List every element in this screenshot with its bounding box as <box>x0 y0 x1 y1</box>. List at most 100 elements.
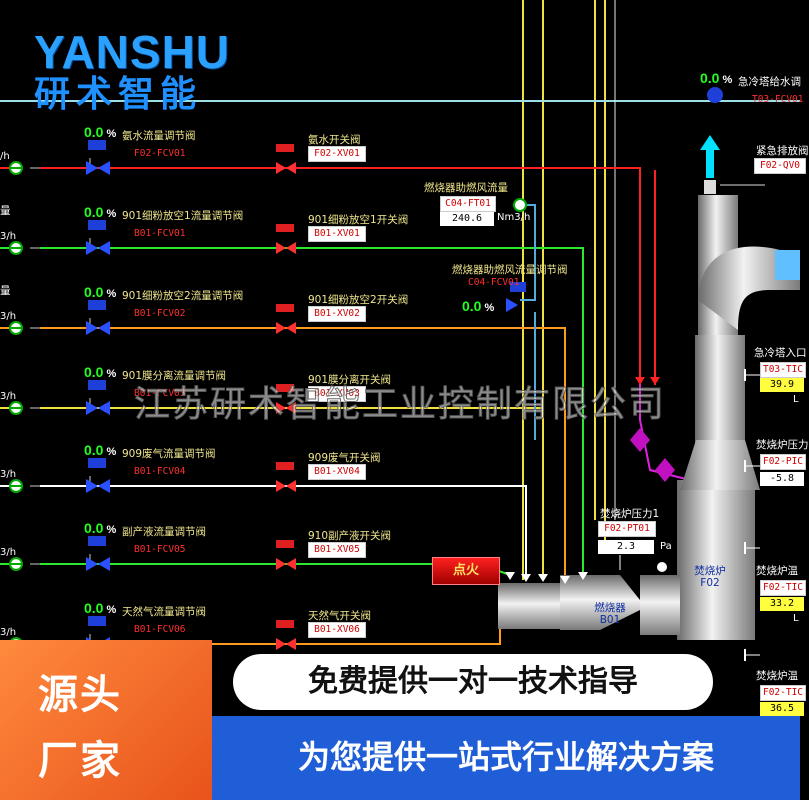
onoff-valve-body-icon <box>286 402 296 414</box>
flow-unit-left: /h <box>0 151 10 162</box>
onoff-valve-actuator <box>276 144 294 152</box>
furnace-temp2-tag[interactable]: F02-TIC <box>760 685 806 701</box>
furnace-name: 焚烧炉 <box>694 565 726 577</box>
row-pipe-branch <box>30 158 91 169</box>
control-valve-label: 901细粉放空1流量调节阀 <box>122 210 244 222</box>
furnace-temp1-value: 33.2 <box>760 597 804 611</box>
flow-unit-left: 3/h <box>0 469 17 480</box>
row-pipe-riser <box>300 485 527 580</box>
control-valve-tag[interactable]: B01-FCV01 <box>134 228 186 239</box>
valve-open-percent: 0.0% <box>84 600 117 616</box>
quench-water-tag[interactable]: T03-FCV01 <box>752 94 804 105</box>
onoff-valve-body-icon <box>286 242 296 254</box>
control-valve-actuator <box>88 140 106 150</box>
control-valve-tag[interactable]: B01-FCV05 <box>134 544 186 555</box>
furnace-pressure-value: 2.3 <box>598 540 654 554</box>
burner-air-valve-label: 燃烧器助燃风流量调节阀 <box>452 264 568 276</box>
onoff-valve-tag[interactable]: B01-XV03 <box>308 386 366 402</box>
furnace-temp1-label: 焚烧炉温 <box>756 565 798 577</box>
quench-inlet-tag[interactable]: T03-TIC <box>760 362 806 378</box>
flow-arrow-icon <box>505 572 515 580</box>
onoff-valve-body-icon <box>276 242 286 254</box>
control-valve-label: 氨水流量调节阀 <box>122 130 196 142</box>
air-flow-meter-icon <box>513 198 527 212</box>
control-valve-tag[interactable]: B01-FCV02 <box>134 308 186 319</box>
flow-unit-left: 3/h <box>0 231 17 242</box>
valve-open-percent: 0.0% <box>84 204 117 220</box>
emergency-valve-tag[interactable]: F02-QV0 <box>754 158 806 174</box>
onoff-valve-body-icon <box>276 162 286 174</box>
burner-air-flow-unit: Nm3/h <box>497 212 531 223</box>
control-valve-body-icon <box>98 557 110 571</box>
flow-arrow-icon <box>578 572 588 580</box>
valve-open-percent: 0.0% <box>84 520 117 536</box>
onoff-valve-body-icon <box>276 638 286 650</box>
burner-air-flow-label: 燃烧器助燃风流量 <box>424 182 508 194</box>
control-valve-tag[interactable]: B01-FCV06 <box>134 624 186 635</box>
burner-name: 燃烧器 <box>594 602 626 614</box>
burner-air-flow-tag[interactable]: C04-FT01 <box>440 196 496 212</box>
control-valve-body-icon <box>86 161 98 175</box>
onoff-valve-actuator <box>276 384 294 392</box>
valve-open-percent: 0.0% <box>84 284 117 300</box>
control-valve-actuator <box>88 458 106 468</box>
source-factory-badge: 源头 厂家 <box>0 640 212 800</box>
quench-water-label: 急冷塔给水调 <box>738 76 801 88</box>
furnace-pressure-unit: Pa <box>660 541 672 552</box>
control-valve-body-icon <box>86 557 98 571</box>
onoff-valve-body-icon <box>286 480 296 492</box>
control-valve-actuator <box>88 220 106 230</box>
furnace-temp1-tag[interactable]: F02-TIC <box>760 580 806 596</box>
furnace-pressure2-tag[interactable]: F02-PIC <box>760 454 806 470</box>
control-valve-body-icon <box>86 321 98 335</box>
onoff-valve-body-icon <box>286 638 296 650</box>
onoff-valve-tag[interactable]: F02-XV01 <box>308 146 366 162</box>
quench-inlet-unit: L <box>793 394 799 405</box>
air-pipe <box>520 204 536 301</box>
onoff-valve-tag[interactable]: B01-XV01 <box>308 226 366 242</box>
furnace-body <box>677 480 755 640</box>
quench-valve-icon <box>707 87 723 103</box>
onoff-valve-body-icon <box>286 558 296 570</box>
row-pipe-branch <box>30 554 91 565</box>
onoff-valve-tag[interactable]: B01-XV05 <box>308 542 366 558</box>
furnace-pressure-tag[interactable]: F02-PT01 <box>598 521 656 537</box>
company-watermark: 江苏研术智能工业控制有限公司 <box>133 384 666 426</box>
onoff-valve-body-icon <box>276 558 286 570</box>
ignite-button[interactable]: 点火 <box>432 557 500 585</box>
flow-arrow-icon <box>560 576 570 584</box>
onoff-valve-actuator <box>276 304 294 312</box>
onoff-valve-label: 901膜分离开关阀 <box>308 374 392 386</box>
onoff-valve-tag[interactable]: B01-XV06 <box>308 622 366 638</box>
control-valve-actuator <box>88 616 106 626</box>
control-valve-body-icon <box>98 241 110 255</box>
up-arrow-icon <box>700 135 720 178</box>
onoff-valve-tag[interactable]: B01-XV02 <box>308 306 366 322</box>
stack-top-cap <box>704 180 716 194</box>
burner-throat <box>640 575 680 635</box>
furnace-temp2-label: 焚烧炉温 <box>756 670 798 682</box>
control-valve-tag[interactable]: B01-FCV04 <box>134 466 186 477</box>
control-valve-body-icon <box>86 479 98 493</box>
control-valve-label: 901细粉放空2流量调节阀 <box>122 290 244 302</box>
burner-air-valve-tag[interactable]: C04-FCV01 <box>468 277 520 288</box>
control-valve-label: 901膜分离流量调节阀 <box>122 370 227 382</box>
control-valve-actuator <box>88 300 106 310</box>
control-valve-body-icon <box>86 241 98 255</box>
flow-unit-left: 3/h <box>0 627 17 638</box>
flow-arrow-icon <box>521 574 531 582</box>
row-pipe-riser <box>300 407 544 580</box>
onoff-valve-tag[interactable]: B01-XV04 <box>308 464 366 480</box>
row-pipe-riser <box>300 247 584 575</box>
furnace-pressure2-label: 焚烧炉压力 <box>756 439 809 451</box>
onoff-valve-label: 909废气开关阀 <box>308 452 381 464</box>
control-valve-tag[interactable]: B01-FCV03 <box>134 388 186 399</box>
control-valve-tag[interactable]: F02-FCV01 <box>134 148 186 159</box>
left-cut-label: 量 <box>0 205 11 217</box>
magenta-valve-icon <box>655 458 675 482</box>
control-valve-body-icon <box>98 479 110 493</box>
quench-inlet-value: 39.9 <box>760 378 804 392</box>
onoff-valve-label: 901细粉放空2开关阀 <box>308 294 409 306</box>
furnace-tag: F02 <box>700 577 720 589</box>
